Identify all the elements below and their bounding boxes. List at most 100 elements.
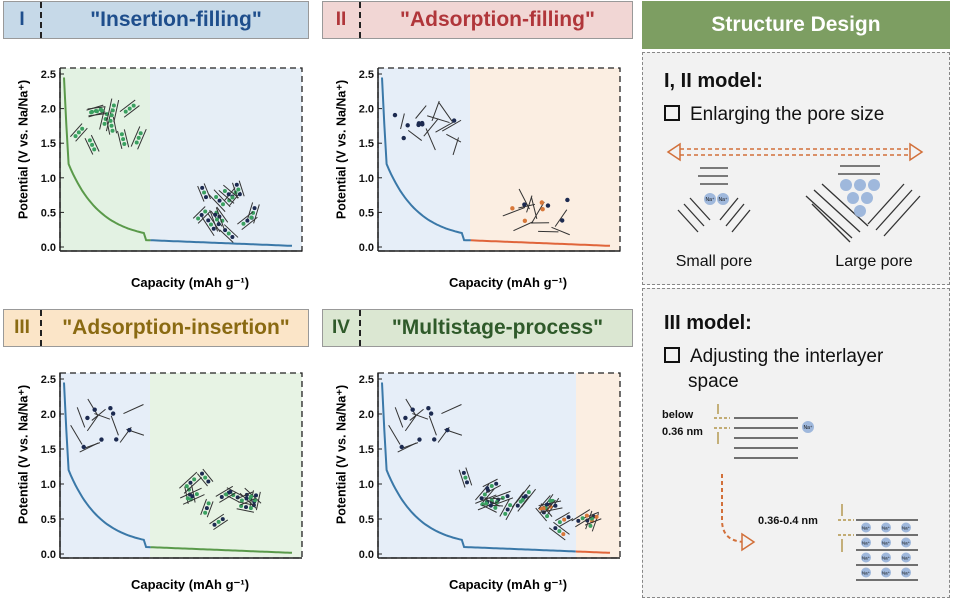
panel-1-header: I "Insertion-filling" [3,1,309,39]
panel-3-number: III [4,310,42,346]
y-tick-label: 1.0 [41,479,56,491]
panel-3-ylabel: Potential (V vs. Na/Na⁺) [16,384,31,525]
curve-segment-1 [381,77,471,242]
adsorption-cluster [388,398,463,453]
model3-point-text-1: Adjusting the interlayer [690,346,884,367]
adsorption-cluster [70,398,145,453]
spacing-marker-narrow [714,404,730,444]
large-pore-ions [840,179,880,217]
model3-box [642,288,950,598]
ion-label: Na⁺ [803,425,812,431]
curve-segment-2 [470,239,611,247]
panel-2-title: "Adsorption-filling" [400,8,595,31]
panel-1-ylabel: Potential (V vs. Na/Na⁺) [16,79,31,220]
panel-2-number: II [323,2,361,38]
spacing-marker-wide [838,504,854,552]
structure-diagram: Na⁺ Na⁺ Small pore Large pore below 0.36… [662,142,924,581]
region-1 [60,68,150,251]
panel-2-plot: 2.52.01.51.00.50.0 [359,67,621,254]
small-pore-ions [704,193,729,205]
y-tick-label: 2.0 [41,104,56,116]
below-label-1: below [662,409,694,421]
filled-cluster [535,493,602,541]
svg-text:Na⁺: Na⁺ [862,541,871,546]
y-tick-label: 2.5 [41,69,56,81]
svg-text:Na⁺: Na⁺ [902,571,911,576]
panel-3-xlabel: Capacity (mAh g⁻¹) [130,577,250,592]
panel-4-title: "Multistage-process" [391,316,604,339]
svg-text:Na⁺: Na⁺ [882,541,891,546]
y-tick-label: 2.5 [359,374,374,386]
insertion-cluster [458,467,537,521]
panel-2-header: II "Adsorption-filling" [322,1,633,39]
svg-text:Na⁺: Na⁺ [862,526,871,531]
region-1 [378,68,470,251]
curve-segment-3 [575,550,611,554]
panel-4-xlabel: Capacity (mAh g⁻¹) [448,577,568,592]
svg-text:Na⁺: Na⁺ [902,541,911,546]
small-pore-label: Small pore [676,253,753,270]
y-tick-label: 1.5 [41,444,56,456]
ion-label: Na⁺ [705,197,714,203]
y-tick-label: 0.0 [359,242,374,254]
large-pore-label: Large pore [835,253,912,270]
panel-4-header: IV "Multistage-process" [322,309,633,347]
region-2 [470,68,620,251]
panel-3-plot: 2.52.01.51.00.50.0 [41,372,303,561]
large-pore-diagram [805,165,921,243]
panel-1-plot: 2.5 2.0 1.5 1.0 0.5 0.0 [41,67,303,254]
y-tick-label: 1.5 [359,444,374,456]
y-tick-label: 1.0 [41,173,56,185]
checkbox-icon [664,346,680,363]
svg-text:Na⁺: Na⁺ [882,556,891,561]
narrow-layers [734,417,798,459]
svg-text:Na⁺: Na⁺ [882,526,891,531]
range-label: 0.36-0.4 nm [758,515,818,527]
model12-title: I, II model: [664,70,763,92]
model3-title: III model: [664,312,752,334]
region-2 [150,68,302,251]
svg-text:Na⁺: Na⁺ [882,571,891,576]
insertion-cluster [70,98,147,155]
curve-segment-2 [150,546,293,554]
y-tick-label: 0.5 [359,514,374,526]
svg-text:Na⁺: Na⁺ [902,526,911,531]
panel-3-title: "Adsorption-insertion" [62,316,290,339]
y-tick-label: 0.5 [41,207,56,219]
y-tick-label: 0.0 [359,549,374,561]
y-tick-label: 0.5 [359,207,374,219]
model12-point: Enlarging the pore size [664,104,884,126]
transition-arrow [721,474,747,543]
y-tick-label: 1.5 [41,138,56,150]
filled-cluster [192,180,260,243]
panel-4-ylabel: Potential (V vs. Na/Na⁺) [334,384,349,525]
panel-4-number: IV [323,310,361,346]
panel-1-xlabel: Capacity (mAh g⁻¹) [130,275,250,290]
y-tick-label: 1.5 [359,138,374,150]
structure-design-header: Structure Design [642,1,950,49]
panel-1-number: I [4,2,42,38]
y-tick-label: 0.0 [41,549,56,561]
filled-cluster [502,188,570,236]
region-1 [378,373,576,558]
checkbox-icon [664,104,680,121]
svg-text:Na⁺: Na⁺ [862,571,871,576]
panel-2-xlabel: Capacity (mAh g⁻¹) [448,275,568,290]
y-tick-label: 2.0 [359,409,374,421]
y-tick-label: 0.5 [41,514,56,526]
y-tick-label: 2.0 [41,409,56,421]
wide-layers: Na⁺Na⁺Na⁺Na⁺Na⁺Na⁺Na⁺Na⁺Na⁺Na⁺Na⁺Na⁺ [856,519,918,581]
y-tick-label: 1.0 [359,479,374,491]
panel-2-ylabel: Potential (V vs. Na/Na⁺) [334,79,349,220]
y-tick-label: 1.0 [359,173,374,185]
y-tick-label: 2.0 [359,104,374,116]
curve-segment-1 [381,382,576,553]
panel-4-plot: 2.5 2.0 1.5 1.0 0.5 0.0 [359,372,621,561]
region-2 [150,373,302,558]
insertion-cluster [179,468,262,531]
curve-segment-2 [150,239,293,247]
below-label-2: 0.36 nm [662,426,703,438]
svg-text:Na⁺: Na⁺ [862,556,871,561]
y-tick-label: 0.0 [41,242,56,254]
curve-segment-1 [63,77,151,242]
